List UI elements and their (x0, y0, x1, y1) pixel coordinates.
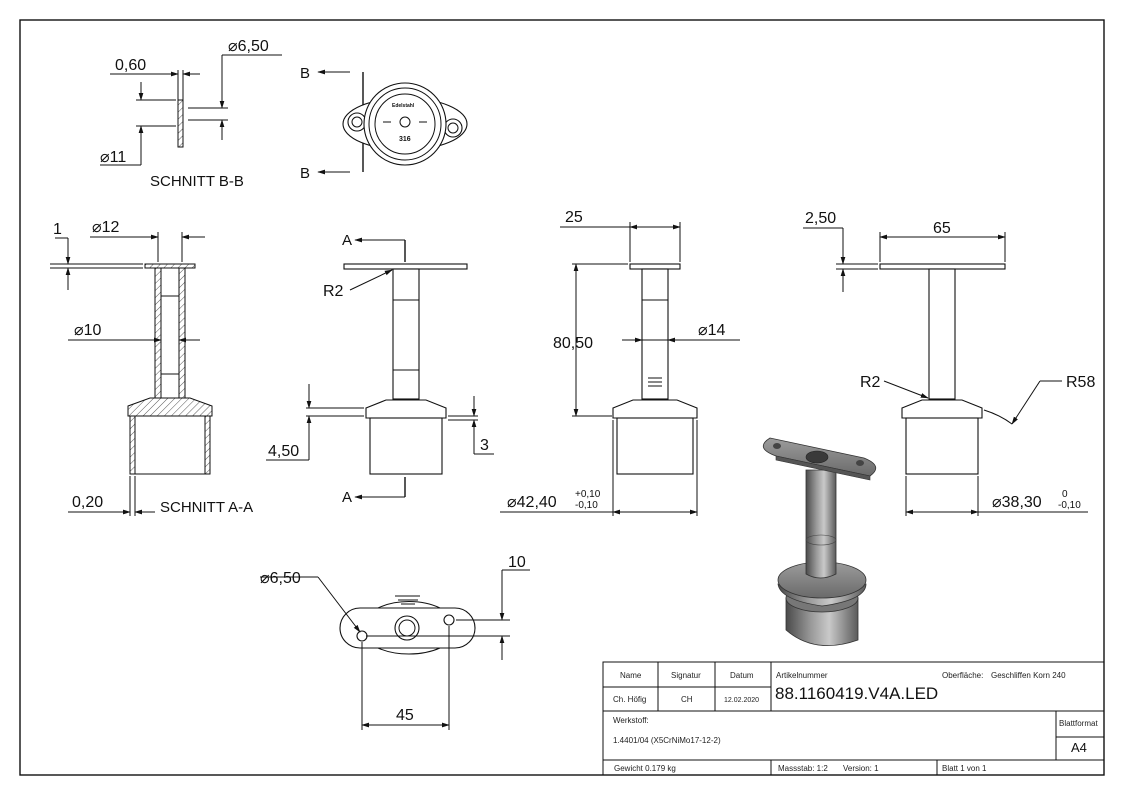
section-bb-view: 0,60 ⌀6,50 ⌀11 SCHNITT B-B (100, 38, 282, 190)
tb-sheet-format: A4 (1071, 740, 1087, 755)
dim-right-cup: ⌀38,30 (992, 494, 1042, 511)
tb-article-number: 88.1160419.V4A.LED (775, 684, 938, 703)
tol-side-upper: +0,10 (575, 489, 601, 500)
washer-section (177, 99, 184, 148)
dim-bottom-hole: ⌀6,50 (260, 570, 301, 587)
side-view: 25 80,50 ⌀14 ⌀42,40 +0,10 -0,10 (500, 209, 740, 516)
cut-label-b-top: B (300, 65, 310, 82)
section-aa-title: SCHNITT A-A (160, 499, 253, 516)
emboss-bottom: 316 (399, 136, 411, 143)
dim-aa-plate: 1 (53, 221, 62, 238)
right-view: 2,50 65 R2 R58 ⌀38,30 0 -0,10 (803, 210, 1095, 516)
dim-front-flange: 4,50 (268, 443, 299, 460)
tb-signature: CH (681, 695, 693, 704)
tb-col-date: Datum (730, 671, 754, 680)
tb-scale: Massstab: 1:2 (778, 764, 828, 773)
sheet-border (19, 19, 1105, 776)
tb-col-article: Artikelnummer (776, 671, 828, 680)
cut-label-a-bottom: A (342, 489, 352, 506)
tol-right-lower: -0,10 (1058, 500, 1081, 511)
tb-surface-label: Oberfläche: (942, 671, 983, 680)
title-block: Name Signatur Datum Artikelnummer Oberfl… (602, 661, 1105, 776)
dim-bb-hole: ⌀6,50 (228, 38, 269, 55)
tb-sheet-format-label: Blattformat (1059, 719, 1098, 728)
tb-col-signature: Signatur (671, 671, 701, 680)
dim-right-length: 65 (933, 220, 951, 237)
dim-side-stem: ⌀14 (698, 322, 726, 339)
dim-side-cup: ⌀42,40 (507, 494, 557, 511)
dim-side-width: 25 (565, 209, 583, 226)
front-view: A A R2 4,50 3 (266, 232, 494, 506)
section-bb-title: SCHNITT B-B (150, 173, 244, 190)
dim-side-height: 80,50 (553, 335, 593, 352)
tol-side-lower: -0,10 (575, 500, 598, 511)
dim-aa-inner: ⌀10 (74, 322, 102, 339)
tb-surface-value: Geschliffen Korn 240 (991, 671, 1066, 680)
dim-right-r58: R58 (1066, 374, 1095, 391)
dim-bottom-spacing: 45 (396, 707, 414, 724)
tb-col-name: Name (620, 671, 642, 680)
tb-material-value: 1.4401/04 (X5CrNiMo17-12-2) (613, 736, 721, 745)
tb-name: Ch. Höfig (613, 695, 646, 704)
tb-date: 12.02.2020 (724, 697, 759, 704)
isometric-render (762, 437, 877, 646)
bottom-view: ⌀6,50 10 45 (260, 554, 530, 730)
cut-label-b-bottom: B (300, 165, 310, 182)
dim-right-r2: R2 (860, 374, 881, 391)
cut-label-a-top: A (342, 232, 352, 249)
plate-top-view: B B Edelstahl 316 (300, 65, 468, 182)
tb-sheet: Blatt 1 von 1 (942, 764, 987, 773)
dim-right-thk: 2,50 (805, 210, 836, 227)
tb-version: Version: 1 (843, 764, 879, 773)
tol-right-upper: 0 (1062, 489, 1068, 500)
tb-material-label: Werkstoff: (613, 716, 649, 725)
dim-aa-wall: 0,20 (72, 494, 103, 511)
dim-bb-outer: ⌀11 (100, 149, 126, 166)
dim-bottom-offset: 10 (508, 554, 526, 571)
dim-front-radius: R2 (323, 283, 344, 300)
section-aa-view: 1 ⌀12 ⌀10 0,20 SCHNITT A-A (50, 219, 253, 516)
dim-front-step: 3 (480, 437, 489, 454)
dim-bb-thickness: 0,60 (115, 57, 146, 74)
dim-aa-top: ⌀12 (92, 219, 120, 236)
emboss-top: Edelstahl (392, 103, 415, 109)
tb-weight: Gewicht 0.179 kg (614, 764, 676, 773)
